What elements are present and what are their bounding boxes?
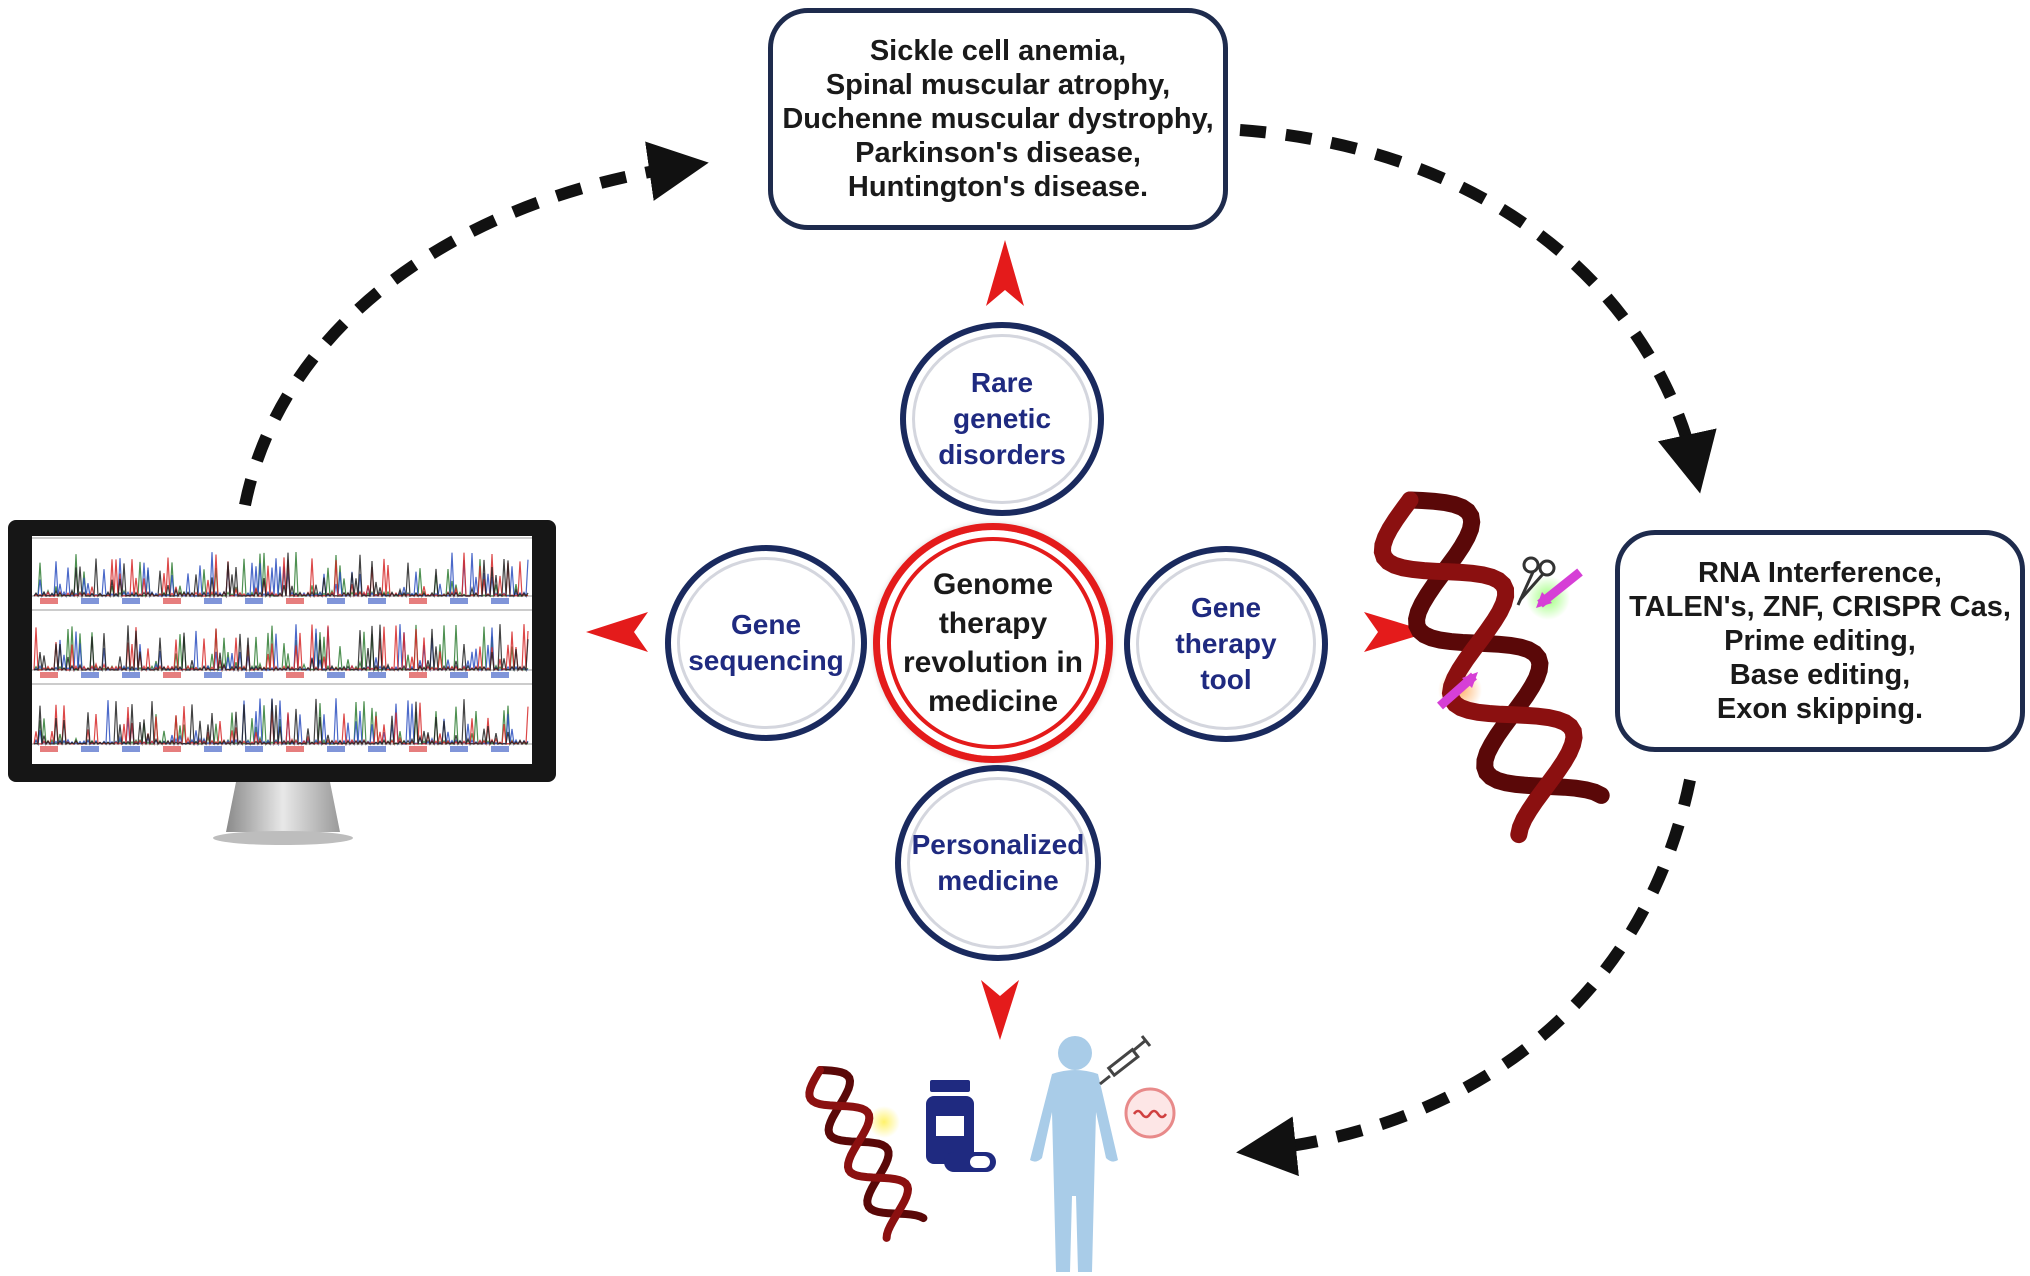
node-label: medicine	[937, 865, 1059, 896]
therapy-tools-box: RNA Interference, TALEN's, ZNF, CRISPR C…	[1615, 530, 2025, 752]
red-arrow-down	[981, 980, 1019, 1040]
node-gene-therapy-tool: Gene therapy tool	[1124, 546, 1328, 742]
center-node-genome-therapy: Genome therapy revolution in medicine	[873, 523, 1113, 763]
center-node-label: Genome	[932, 568, 1054, 601]
node-label: Gene	[1190, 592, 1262, 623]
monitor-icon	[8, 520, 556, 845]
disorder-item: Sickle cell anemia,	[869, 35, 1127, 67]
center-node-label: revolution in	[903, 646, 1083, 679]
red-arrow-left	[586, 612, 648, 652]
arrow-disorders-to-tools	[1239, 124, 1717, 494]
tool-item: TALEN's, ZNF, CRISPR Cas,	[1629, 591, 2011, 623]
node-label: Personalized	[911, 829, 1085, 860]
tool-item: Exon skipping.	[1716, 693, 1924, 725]
red-arrow-right	[1364, 612, 1430, 652]
syringe-icon	[1099, 1035, 1152, 1086]
node-gene-sequencing: Gene sequencing	[665, 545, 867, 741]
disorder-item: Parkinson's disease,	[855, 137, 1141, 169]
node-label: sequencing	[688, 645, 844, 676]
disorder-item: Huntington's disease.	[847, 171, 1149, 203]
pill-bottle-icon	[926, 1080, 996, 1172]
tool-item: RNA Interference,	[1698, 557, 1942, 589]
dna-small-icon	[805, 1066, 928, 1242]
node-label: Gene	[730, 609, 802, 640]
scissors-icon	[1516, 556, 1556, 606]
node-label: Rare	[970, 367, 1034, 398]
disorder-item: Duchenne muscular dystrophy,	[782, 103, 1214, 135]
node-personalized-medicine: Personalized medicine	[895, 765, 1101, 961]
center-node-label: therapy	[938, 607, 1048, 640]
disorders-list-box: Sickle cell anemia, Spinal muscular atro…	[768, 8, 1228, 230]
disorder-item: Spinal muscular atrophy,	[825, 69, 1171, 101]
node-label: genetic	[952, 403, 1052, 434]
node-rare-genetic-disorders: Rare genetic disorders	[900, 322, 1104, 516]
red-arrow-up	[986, 240, 1024, 306]
cycle-arrows	[239, 124, 1717, 1177]
sequencing-chromatogram	[32, 537, 532, 752]
red-arrows	[586, 240, 1430, 1040]
arrow-tools-to-personalized	[1236, 778, 1696, 1177]
node-label: tool	[1200, 664, 1252, 695]
center-node-label: medicine	[927, 685, 1059, 718]
tool-item: Base editing,	[1729, 659, 1911, 691]
dna-icon	[1373, 491, 1610, 844]
arrow-sequencing-to-disorders	[239, 141, 709, 507]
tool-item: Prime editing,	[1724, 625, 1916, 657]
wave-badge-icon	[1124, 1087, 1176, 1139]
node-label: therapy	[1175, 628, 1277, 659]
node-label: disorders	[938, 439, 1066, 470]
human-body-icon	[1030, 1036, 1118, 1272]
